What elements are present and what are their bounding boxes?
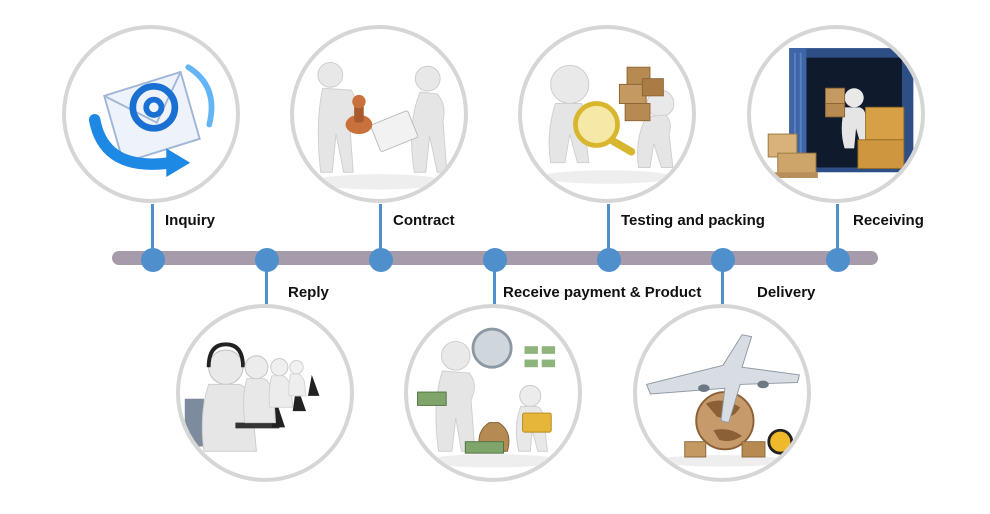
money-payment-icon [417, 327, 560, 468]
node-inquiry [141, 248, 165, 272]
step-image-delivery [633, 304, 811, 482]
step-label-reply: Reply [288, 284, 329, 301]
stem-receiving [836, 204, 839, 260]
call-center-agents-icon [184, 342, 320, 452]
node-testing [597, 248, 621, 272]
step-label-contract: Contract [393, 212, 455, 229]
stem-testing [607, 204, 610, 260]
node-receiving [826, 248, 850, 272]
step-image-testing [518, 25, 696, 203]
step-label-inquiry: Inquiry [165, 212, 216, 229]
airplane-globe-icon [645, 334, 800, 467]
container-cargo-icon [767, 48, 914, 178]
step-image-reply [176, 304, 354, 482]
contract-stamp-icon [312, 61, 448, 190]
node-payment [483, 248, 507, 272]
node-delivery [711, 248, 735, 272]
stem-payment [493, 258, 496, 304]
step-image-receiving [747, 25, 925, 203]
step-label-receiving: Receiving [853, 212, 924, 229]
step-image-contract [290, 25, 468, 203]
node-contract [369, 248, 393, 272]
step-label-testing: Testing and packing [621, 212, 765, 229]
node-reply [255, 248, 279, 272]
step-image-inquiry [62, 25, 240, 203]
step-label-payment: Receive payment & Product [503, 284, 702, 301]
email-envelope-icon [88, 64, 215, 178]
step-label-delivery: Delivery [757, 284, 816, 301]
stem-delivery [721, 258, 724, 304]
step-image-payment [404, 304, 582, 482]
stem-reply [265, 258, 268, 304]
magnifier-boxes-icon [540, 64, 675, 184]
stem-contract [379, 204, 382, 260]
stem-inquiry [151, 204, 154, 260]
